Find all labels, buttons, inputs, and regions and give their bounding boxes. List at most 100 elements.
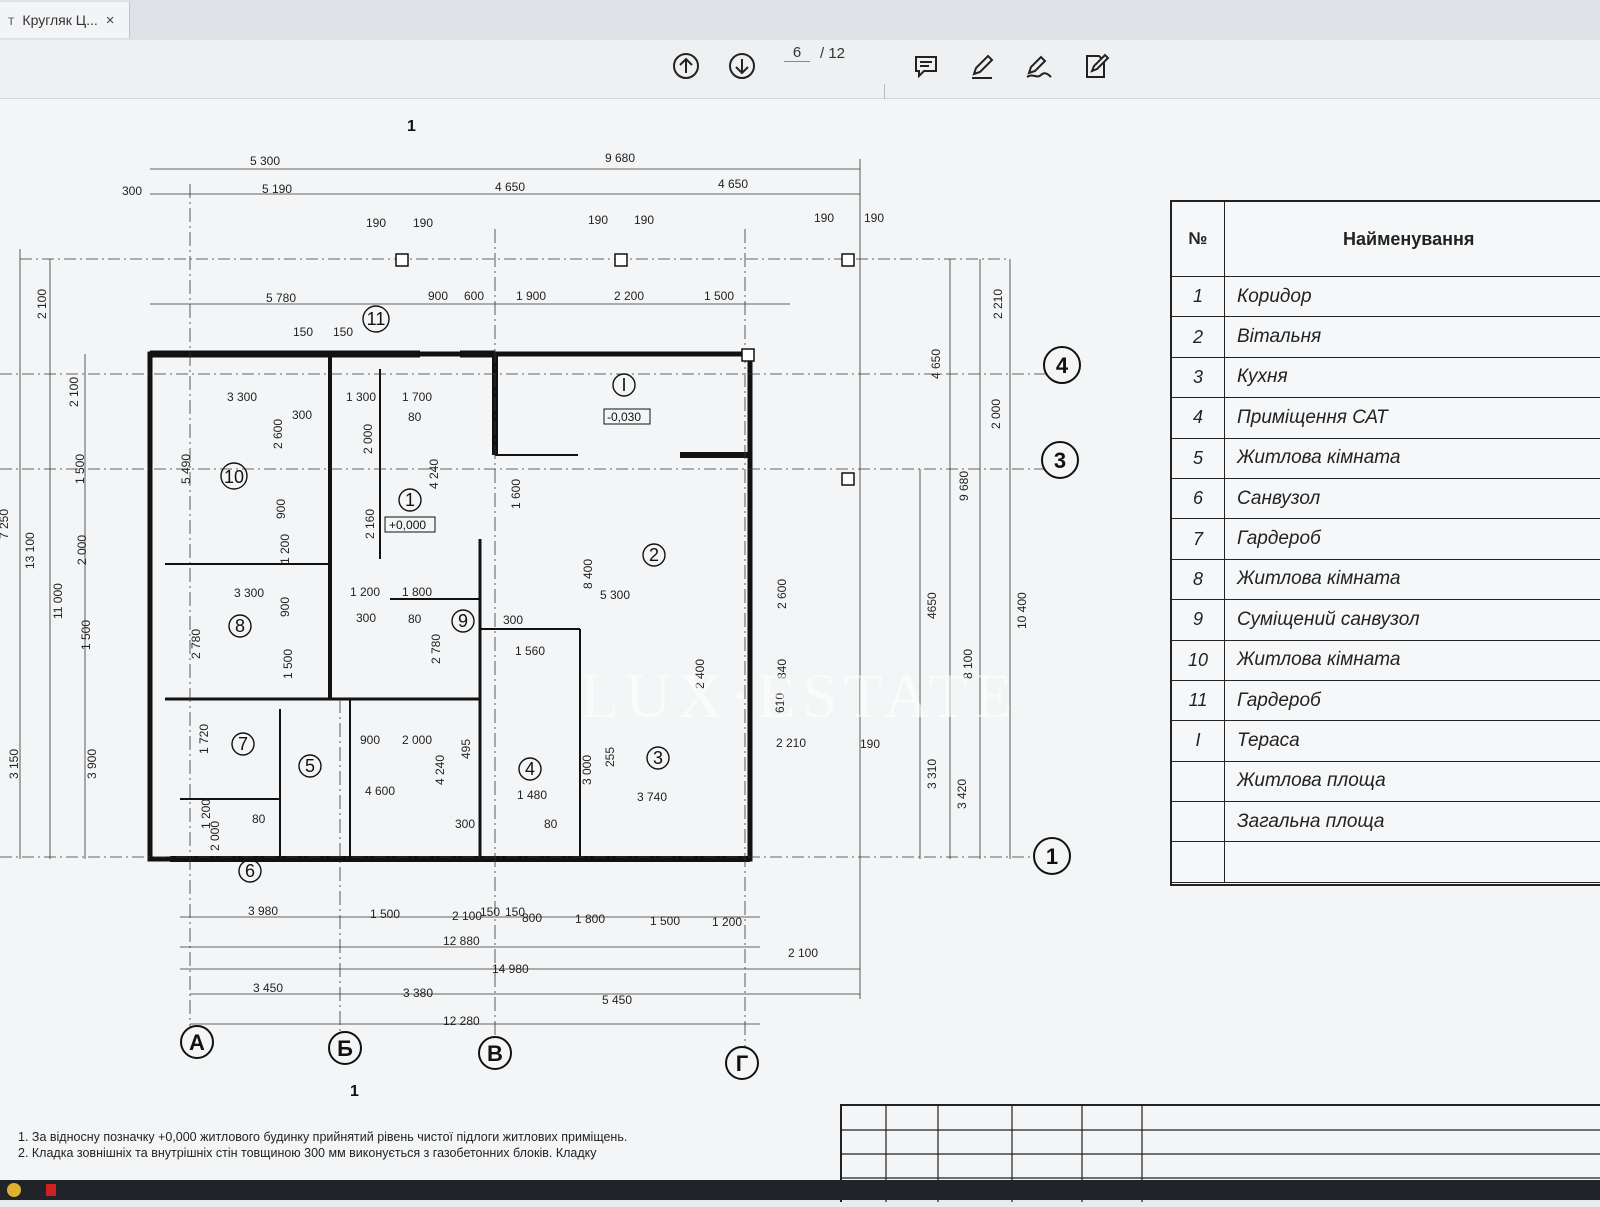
next-page-button[interactable] — [724, 48, 760, 84]
dimension-label: 1 500 — [73, 454, 87, 484]
dimension-label: 14 980 — [492, 962, 529, 976]
legend-row-name: Вітальня — [1237, 326, 1322, 348]
room-label-8: 8 — [235, 616, 245, 636]
room-label-11: 11 — [367, 309, 386, 329]
document-tab[interactable]: т Кругляк Ц... × — [0, 2, 130, 38]
dimension-label: 2 600 — [271, 419, 285, 449]
dimension-label: 255 — [603, 747, 617, 767]
room-label-6: 6 — [245, 861, 255, 881]
dimension-label: 3 300 — [227, 390, 257, 404]
level-mark-terrace: -0,030 — [607, 410, 641, 424]
dimension-label: 2 000 — [75, 535, 89, 565]
dimension-label: 8 100 — [961, 649, 975, 679]
dimension-label: 900 — [428, 289, 448, 303]
legend-row-name: Загальна площа — [1237, 810, 1385, 832]
axis-number-4: 4 — [1056, 353, 1069, 378]
legend-row-number: 1 — [1172, 277, 1225, 317]
dimension-label: 4 600 — [365, 784, 395, 798]
dimension-label: 900 — [274, 499, 288, 519]
legend-row-number: 11 — [1172, 680, 1225, 721]
dimension-label: 80 — [408, 410, 422, 424]
dimension-label: 80 — [408, 612, 422, 626]
dimension-label: 190 — [860, 737, 880, 751]
dimension-label: 300 — [356, 611, 376, 625]
legend-row-number: 6 — [1172, 478, 1225, 519]
section-mark-top: 1 — [407, 118, 416, 135]
watermark-text: LUX·ESTATE — [580, 660, 1019, 731]
dimension-label: 190 — [366, 216, 386, 230]
dimension-label: 190 — [634, 213, 654, 227]
dimension-label: 1 300 — [346, 390, 376, 404]
dimension-label: 2 000 — [208, 821, 222, 851]
dimension-label: 11 000 — [51, 583, 65, 619]
dimension-label: 495 — [459, 739, 473, 759]
legend-row-name: Санвузол — [1237, 487, 1321, 509]
page-indicator: 6 / 12 — [784, 44, 845, 62]
sign-icon — [1026, 55, 1052, 78]
dimension-label: 5 300 — [250, 154, 280, 168]
dimension-label: 3 740 — [637, 790, 667, 804]
edit-document-button[interactable] — [1078, 48, 1114, 84]
dimension-label: 3 380 — [403, 986, 433, 1000]
page-number-input[interactable]: 6 — [784, 44, 810, 62]
os-taskbar — [0, 1180, 1600, 1200]
dimension-label: 4 240 — [433, 755, 447, 785]
dimension-label: 10 400 — [1015, 592, 1029, 629]
dimension-label: 150 — [293, 325, 313, 339]
comment-button[interactable] — [908, 48, 944, 84]
room-label-4: 4 — [525, 759, 535, 779]
dimension-label: 8 400 — [581, 559, 595, 589]
axis-letter-a: А — [189, 1030, 205, 1055]
legend-header-name: Найменування — [1343, 228, 1475, 249]
dimension-label: 2 210 — [776, 736, 806, 750]
dimension-label: 1 500 — [704, 289, 734, 303]
arrow-up-circle-icon — [673, 53, 699, 79]
dimension-label: 800 — [522, 911, 542, 925]
axis-letter-b: Б — [337, 1036, 353, 1061]
room-label-9: 9 — [458, 611, 468, 631]
dimension-label: 2 600 — [775, 579, 789, 609]
legend-row-name — [1225, 842, 1600, 881]
dimension-label: 300 — [503, 613, 523, 627]
note-1: 1. За відносну позначку +0,000 житлового… — [18, 1130, 628, 1144]
tab-close-icon[interactable]: × — [105, 11, 115, 29]
dimension-label: 2 200 — [614, 289, 644, 303]
dimension-label: 3 420 — [955, 779, 969, 809]
legend-row-name: Житлова кімната — [1237, 649, 1401, 671]
arrow-down-circle-icon — [729, 53, 755, 79]
dimension-label: 1 500 — [370, 907, 400, 921]
dimension-label: 7 250 — [0, 509, 11, 539]
legend-row-name: Житлова кімната — [1237, 568, 1401, 590]
dimension-label: 3 000 — [580, 755, 594, 785]
prev-page-button[interactable] — [668, 48, 704, 84]
dimension-label: 1 200 — [712, 915, 742, 929]
dimension-label: 2 000 — [402, 733, 432, 747]
dimension-label: 1 200 — [278, 534, 292, 564]
dimension-label: 190 — [588, 213, 608, 227]
sign-button[interactable] — [1020, 48, 1056, 84]
dimension-label: 300 — [292, 408, 312, 422]
browser-tab-bar: т Кругляк Ц... × — [0, 0, 1600, 41]
legend-row-number: 9 — [1172, 600, 1225, 640]
dimension-label: 4650 — [925, 592, 939, 619]
dimension-label: 80 — [252, 812, 266, 826]
dimension-label: 1 500 — [281, 649, 295, 679]
edit-doc-icon — [1086, 53, 1110, 78]
dimension-label: 2 000 — [989, 399, 1003, 429]
dimension-label: 2 100 — [452, 909, 482, 923]
document-viewport[interactable]: 4 3 1 А Б В Г 1 2 3 4 5 6 7 8 9 10 11 I — [0, 99, 1600, 1202]
room-label-1: 1 — [405, 490, 415, 510]
dimension-label: 13 100 — [23, 532, 37, 569]
legend-header: № Найменування — [1172, 202, 1600, 277]
legend-row-name: Приміщення САТ — [1237, 406, 1388, 428]
highlight-button[interactable] — [964, 48, 1000, 84]
dimension-label: 1 600 — [509, 479, 523, 509]
dimension-label: 1 480 — [517, 788, 547, 802]
section-mark-bottom: 1 — [350, 1083, 359, 1099]
dimension-label: 4 650 — [929, 349, 943, 379]
dimension-label: 4 650 — [718, 177, 748, 191]
axis-letter-v: В — [487, 1041, 503, 1066]
dimension-label: 2 400 — [693, 659, 707, 689]
